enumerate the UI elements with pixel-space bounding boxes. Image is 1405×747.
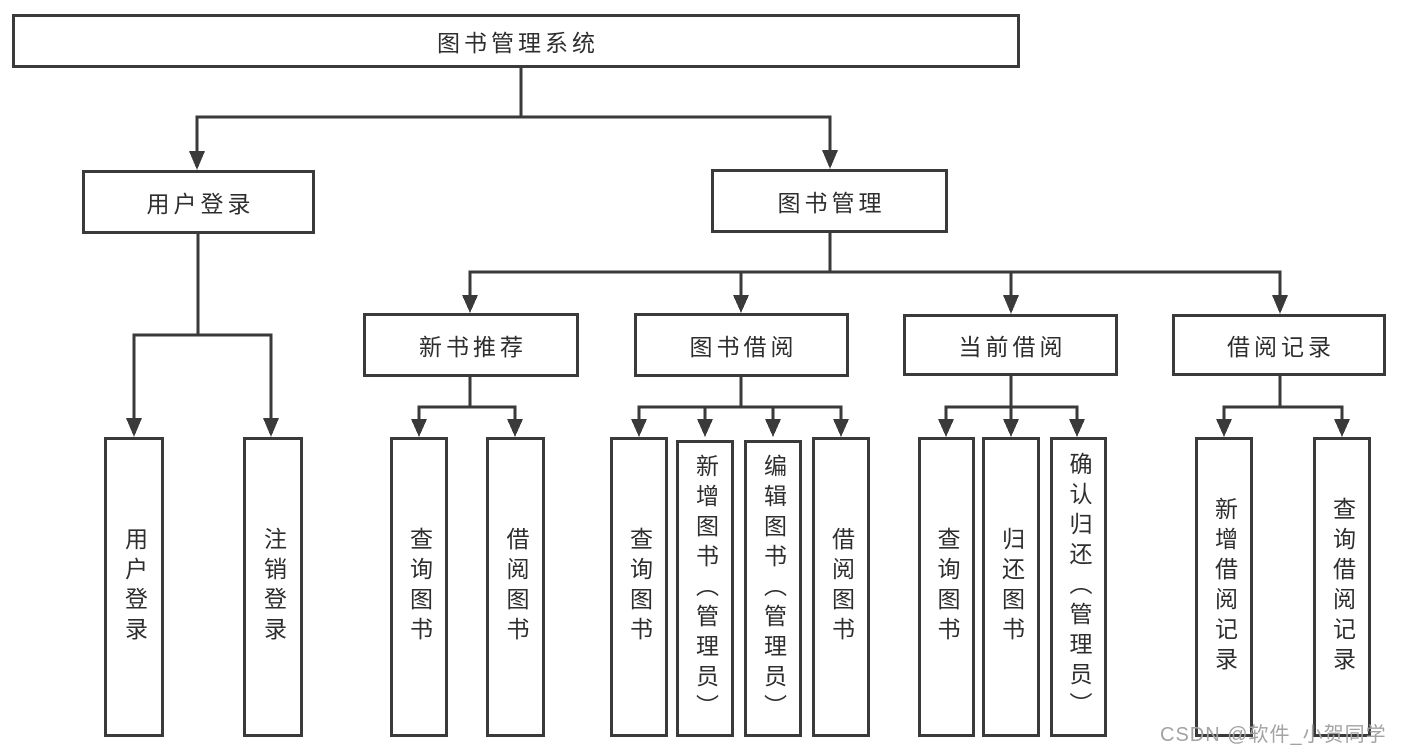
leaf-nb-borrow-books: 借阅图书 xyxy=(486,437,545,737)
arrowhead-leaf-logout xyxy=(263,418,279,437)
arrowhead-user-login xyxy=(189,151,205,170)
leaf-bb-borrow-books: 借阅图书 xyxy=(812,437,870,737)
node-label: 图书管理系统 xyxy=(437,30,599,56)
arrowhead-borrow-records xyxy=(1272,295,1288,314)
arrowhead-leaf-bb-add xyxy=(697,419,713,437)
node-root-library-system: 图书管理系统 xyxy=(12,14,1020,68)
node-label: 新增图书（管理员） xyxy=(692,453,719,724)
leaf-nb-query-books: 查询图书 xyxy=(390,437,448,737)
node-label: 编辑图书（管理员） xyxy=(760,453,787,724)
arrowhead-leaf-cb-return xyxy=(1003,419,1019,437)
node-label: 借阅图书 xyxy=(828,527,855,647)
arrowhead-leaf-br-add xyxy=(1216,419,1232,437)
arrowhead-new-books xyxy=(462,295,478,313)
node-label: 新增借阅记录 xyxy=(1211,497,1238,677)
node-label: 确认归还（管理员） xyxy=(1066,452,1092,722)
node-label: 借阅图书 xyxy=(503,527,529,647)
leaf-br-query-record: 查询借阅记录 xyxy=(1313,437,1371,737)
leaf-cb-query-books: 查询图书 xyxy=(918,437,975,737)
leaf-bb-add-books-admin: 新增图书（管理员） xyxy=(676,440,734,737)
arrowhead-leaf-br-query xyxy=(1334,419,1350,437)
node-borrow-records: 借阅记录 xyxy=(1172,314,1386,376)
arrowhead-leaf-cb-query xyxy=(938,419,954,437)
arrowhead-book-borrow xyxy=(733,295,749,313)
arrowhead-leaf-bb-borrow xyxy=(833,419,849,437)
node-label: 查询图书 xyxy=(934,527,960,647)
node-book-borrow: 图书借阅 xyxy=(634,313,849,377)
arrowhead-leaf-nb-query xyxy=(411,419,427,437)
leaf-cb-confirm-return-admin: 确认归还（管理员） xyxy=(1050,437,1107,737)
leaf-cb-return-books: 归还图书 xyxy=(982,437,1040,737)
leaf-bb-edit-books-admin: 编辑图书（管理员） xyxy=(744,440,802,737)
node-label: 新书推荐 xyxy=(419,334,527,360)
leaf-br-add-record: 新增借阅记录 xyxy=(1195,437,1253,737)
arrowhead-leaf-bb-query xyxy=(631,419,647,437)
node-label: 图书借阅 xyxy=(689,334,798,360)
node-label: 图书管理 xyxy=(777,190,886,216)
node-label: 当前借阅 xyxy=(958,334,1067,360)
leaf-logout: 注销登录 xyxy=(243,437,303,737)
node-label: 查询图书 xyxy=(406,527,433,647)
arrowhead-book-mgmt xyxy=(822,150,838,169)
arrowhead-leaf-user-login xyxy=(126,418,142,437)
node-label: 归还图书 xyxy=(998,527,1025,647)
node-new-books: 新书推荐 xyxy=(363,313,579,377)
arrowhead-current-borrow xyxy=(1003,295,1019,314)
node-label: 用户登录 xyxy=(146,191,255,217)
node-label: 用户登录 xyxy=(121,527,148,647)
node-label: 查询图书 xyxy=(626,527,653,647)
arrowhead-leaf-cb-confirm xyxy=(1069,419,1085,437)
node-label: 注销登录 xyxy=(260,527,287,647)
node-label: 查询借阅记录 xyxy=(1329,497,1356,677)
leaf-bb-query-books: 查询图书 xyxy=(610,437,668,737)
arrowhead-leaf-bb-edit xyxy=(765,419,781,437)
csdn-watermark: CSDN @软件_小贺同学 xyxy=(1160,724,1387,746)
node-book-mgmt: 图书管理 xyxy=(711,169,948,233)
arrowhead-leaf-nb-borrow xyxy=(507,419,523,437)
node-current-borrow: 当前借阅 xyxy=(903,314,1118,376)
leaf-user-login: 用户登录 xyxy=(104,437,164,737)
node-user-login: 用户登录 xyxy=(82,170,315,234)
node-label: 借阅记录 xyxy=(1227,334,1335,360)
